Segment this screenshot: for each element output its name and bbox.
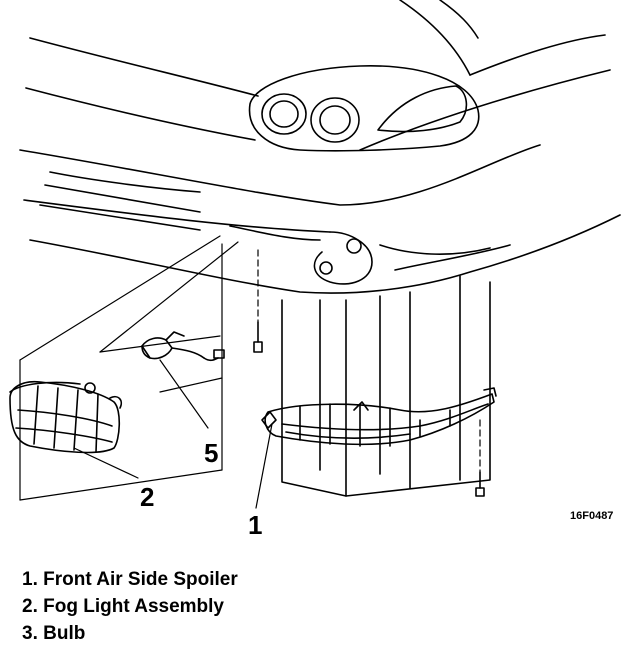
front-air-side-spoiler (261, 387, 497, 447)
legend-item: 1. Front Air Side Spoiler (22, 569, 238, 590)
figure-code: 16F0487 (570, 510, 614, 522)
headlight (248, 65, 480, 152)
fog-light-assembly (9, 380, 123, 454)
callout-1: 1 (248, 510, 263, 540)
exploded-view-illustration (9, 0, 621, 509)
bulb (141, 331, 225, 362)
legend-item: 2. Fog Light Assembly (22, 596, 224, 617)
leader-lines (19, 235, 481, 509)
legend-item: 3. Bulb (22, 623, 86, 644)
callout-2: 2 (140, 482, 155, 512)
mounting-bolt (253, 321, 485, 497)
car-body-outline (19, 0, 621, 294)
mounting-bracket (281, 275, 491, 497)
parts-legend: 1. Front Air Side Spoiler 2. Fog Light A… (22, 566, 238, 647)
callout-5: 5 (204, 438, 219, 468)
